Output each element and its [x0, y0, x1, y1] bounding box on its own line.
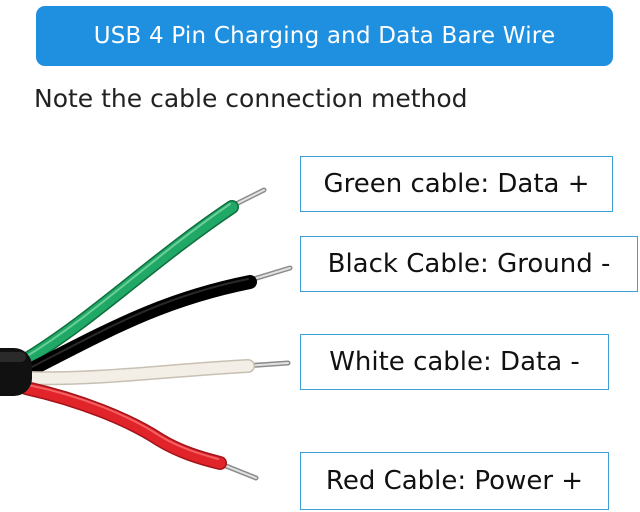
black-cable-label: Black Cable: Ground - [327, 249, 611, 279]
white-cable-label-box: White cable: Data - [300, 334, 609, 390]
note-text: Note the cable connection method [34, 84, 468, 113]
title-banner: USB 4 Pin Charging and Data Bare Wire [36, 6, 613, 66]
white-cable-label: White cable: Data - [329, 347, 580, 377]
wire-tips [213, 187, 293, 481]
green-cable-label: Green cable: Data + [323, 169, 590, 199]
banner-title: USB 4 Pin Charging and Data Bare Wire [93, 23, 556, 49]
cable-jacket [0, 348, 32, 396]
green-cable-label-box: Green cable: Data + [300, 156, 613, 212]
red-cable-label: Red Cable: Power + [325, 466, 584, 496]
black-cable-label-box: Black Cable: Ground - [300, 236, 638, 292]
red-cable-label-box: Red Cable: Power + [300, 452, 609, 510]
black-wire [19, 275, 257, 379]
